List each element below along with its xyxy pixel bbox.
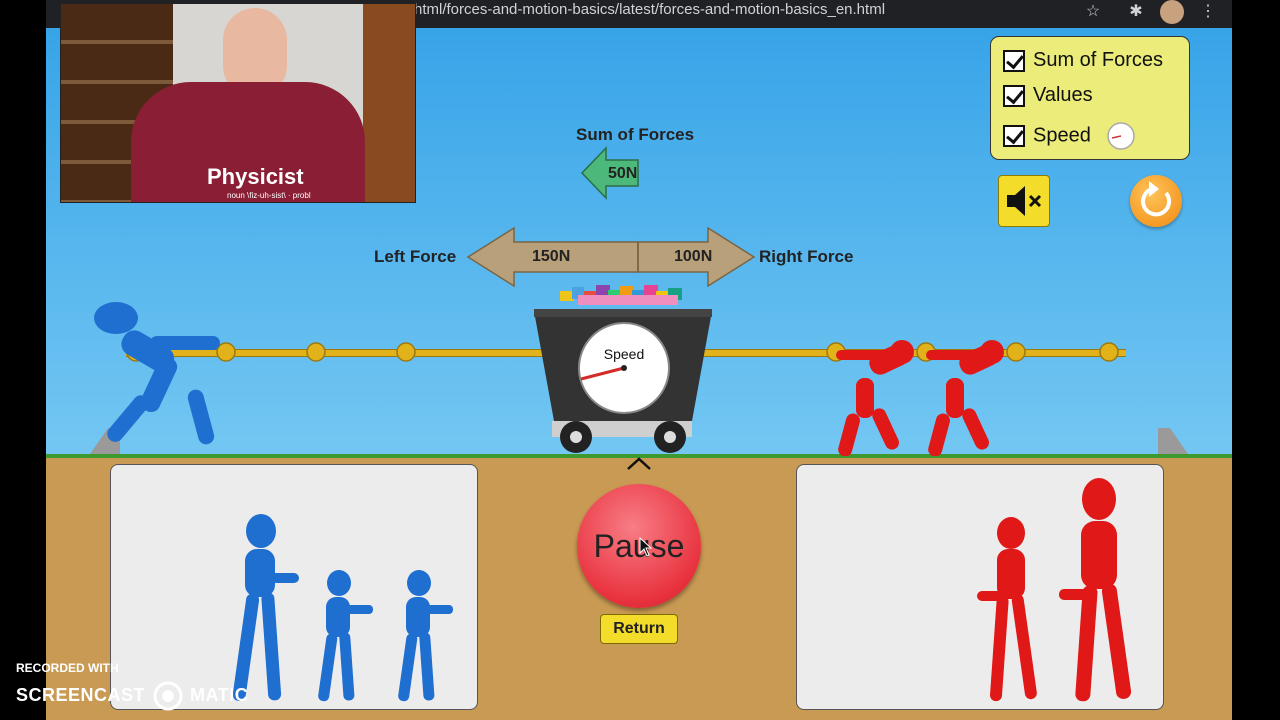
values-checkbox[interactable]: Values bbox=[1003, 82, 1093, 108]
speedometer bbox=[578, 322, 670, 414]
speed-checkbox[interactable]: Speed bbox=[1003, 121, 1136, 150]
pause-button[interactable]: Pause bbox=[577, 484, 701, 608]
checkbox-checked-icon[interactable] bbox=[1003, 84, 1025, 107]
hoodie bbox=[131, 82, 365, 202]
left-force-label: Left Force bbox=[374, 247, 457, 266]
screencast-logo-icon bbox=[153, 681, 183, 711]
watermark-brand-left: SCREENCAST bbox=[16, 684, 146, 705]
shirt-text: Physicist bbox=[207, 164, 304, 189]
profile-avatar[interactable] bbox=[1160, 0, 1184, 24]
force-arrows bbox=[466, 226, 756, 288]
blue-team-figures bbox=[232, 514, 453, 702]
checkbox-checked-icon[interactable] bbox=[1003, 49, 1025, 72]
speed-option-label: Speed bbox=[1033, 124, 1091, 147]
address-bar-url[interactable]: html/forces-and-motion-basics/latest/for… bbox=[414, 1, 886, 18]
mini-speedometer-icon bbox=[1107, 122, 1136, 150]
kebab-menu-icon[interactable]: ⋮ bbox=[1200, 3, 1216, 20]
values-option-label: Values bbox=[1033, 84, 1093, 106]
caret-up-icon bbox=[627, 457, 651, 470]
watermark-recorded-with: RECORDED WITH bbox=[16, 661, 119, 675]
options-panel: Sum of Forces Values Speed bbox=[990, 36, 1190, 160]
star-icon[interactable]: ☆ bbox=[1085, 3, 1101, 20]
red-figure-large bbox=[1059, 478, 1132, 702]
blue-figure-large bbox=[232, 514, 299, 701]
red-puller-1 bbox=[836, 340, 914, 456]
left-force-value: 150N bbox=[532, 248, 571, 265]
red-team-figures bbox=[977, 478, 1132, 702]
speedometer-label: Speed bbox=[603, 346, 645, 362]
red-puller-2 bbox=[926, 340, 1004, 456]
blue-team-panel bbox=[110, 464, 478, 710]
right-force-value: 100N bbox=[674, 248, 713, 265]
mouse-cursor-icon bbox=[639, 537, 653, 557]
right-force-label: Right Force bbox=[759, 247, 854, 266]
blue-figure-small-1 bbox=[318, 570, 373, 702]
watermark-brand: SCREENCAST MATIC bbox=[16, 681, 248, 711]
sum-of-forces-option-label: Sum of Forces bbox=[1033, 49, 1164, 71]
sum-of-forces-title: Sum of Forces bbox=[576, 125, 695, 144]
candy-pile bbox=[560, 285, 682, 305]
person-head bbox=[223, 8, 287, 96]
sum-of-forces-arrow bbox=[580, 146, 639, 200]
blue-puller bbox=[94, 302, 220, 445]
red-team-panel bbox=[796, 464, 1164, 710]
puzzle-icon[interactable]: ✱ bbox=[1129, 3, 1143, 20]
door bbox=[363, 4, 415, 202]
sum-of-forces-checkbox[interactable]: Sum of Forces bbox=[1003, 47, 1163, 73]
mute-icon bbox=[1007, 186, 1042, 216]
blue-figure-small-2 bbox=[398, 570, 453, 702]
checkbox-checked-icon[interactable] bbox=[1003, 125, 1025, 147]
red-figure-small bbox=[977, 517, 1037, 702]
shirt-subtext: noun \fiz-uh-sist\ · probl bbox=[227, 191, 311, 200]
reset-button[interactable] bbox=[1130, 175, 1182, 227]
mute-button[interactable] bbox=[998, 175, 1050, 227]
return-button[interactable]: Return bbox=[600, 614, 678, 644]
right-stopper bbox=[1158, 428, 1188, 454]
sum-of-forces-value: 50N bbox=[608, 165, 638, 182]
watermark-brand-right: MATIC bbox=[190, 684, 249, 705]
webcam-overlay: Physicist noun \fiz-uh-sist\ · probl bbox=[60, 3, 416, 203]
reset-icon bbox=[1141, 181, 1172, 217]
